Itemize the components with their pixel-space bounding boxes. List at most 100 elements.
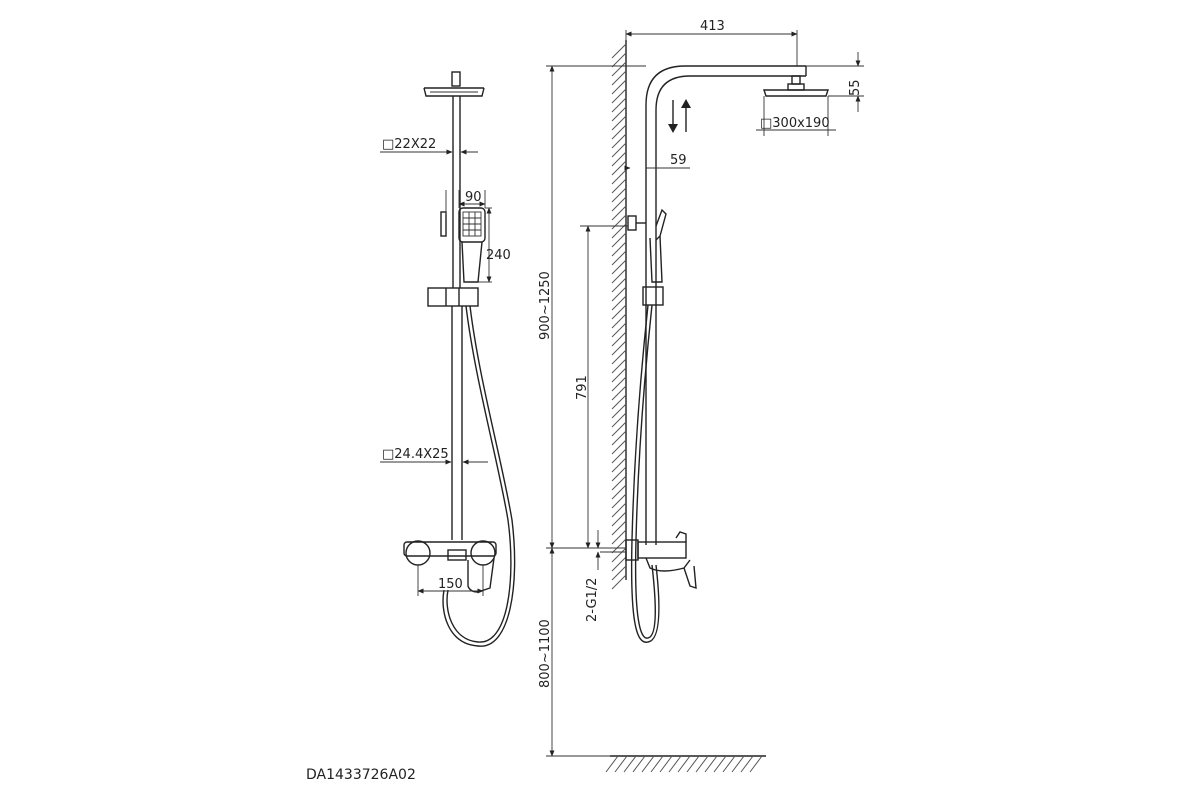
- wall-hatch-line: [611, 187, 627, 203]
- floor: [605, 755, 766, 773]
- wall-hatch-line: [611, 142, 627, 158]
- floor-hatch-line: [749, 755, 763, 773]
- wall-hatch-line: [611, 376, 627, 392]
- wall-hatch-line: [611, 475, 627, 491]
- wall-hatch-line: [611, 151, 627, 167]
- wall-hatch-line: [611, 52, 627, 68]
- slider-height-label: 791: [575, 375, 590, 400]
- side-riser: [627, 65, 807, 545]
- wall-hatch-line: [611, 97, 627, 113]
- wall-hatch-line: [611, 439, 627, 455]
- wall-offset-label: 59: [670, 153, 687, 168]
- wall-hatch-line: [611, 565, 627, 581]
- floor-hatch-line: [623, 755, 637, 773]
- floor-hatch-line: [641, 755, 655, 773]
- wall-hatch-line: [611, 88, 627, 104]
- wall-hatch-line: [611, 295, 627, 311]
- front-dimensions: □22X22 □24.4X25 90 240 150: [380, 137, 511, 596]
- wall-hatch-line: [611, 421, 627, 437]
- floor-hatch-line: [722, 755, 736, 773]
- wall-hatch-line: [611, 322, 627, 338]
- front-hand-shower: [458, 207, 486, 283]
- wall-hatch-line: [611, 403, 627, 419]
- inlet-thread-label: 2-G1/2: [585, 578, 600, 622]
- side-dimensions: 413 55 □300x190 59 900~1250 791 2-G1/2: [538, 19, 864, 757]
- wall-hatch-line: [611, 484, 627, 500]
- front-view: [403, 71, 516, 647]
- floor-hatch-line: [659, 755, 673, 773]
- wall-hatch-line: [611, 232, 627, 248]
- wall-hatch-line: [611, 70, 627, 86]
- front-lower-tube: [451, 306, 463, 540]
- wall-hatch-line: [611, 196, 627, 212]
- side-mixer: [625, 531, 697, 590]
- floor-hatch-line: [704, 755, 718, 773]
- wall-hatch-line: [611, 529, 627, 545]
- mixer-spacing-label: 150: [438, 577, 463, 592]
- floor-hatch-line: [614, 755, 628, 773]
- floor-hatch-line: [605, 755, 619, 773]
- floor-hatch-line: [740, 755, 754, 773]
- wall-hatch-line: [611, 169, 627, 185]
- wall-hatch-line: [611, 106, 627, 122]
- wall-hatch-line: [611, 115, 627, 131]
- wall-hatch-line: [611, 133, 627, 149]
- wall-hatch-line: [611, 178, 627, 194]
- wall-hatch-line: [611, 241, 627, 257]
- floor-hatch-line: [650, 755, 664, 773]
- wall-hatch-line: [611, 394, 627, 410]
- side-shower-head: [763, 75, 829, 97]
- wall-hatch-line: [611, 43, 627, 59]
- wall-hatch-line: [611, 556, 627, 572]
- front-slider-bracket: [427, 287, 479, 307]
- side-hand-shower: [649, 208, 667, 283]
- wall-hatch-line: [611, 493, 627, 509]
- side-slider: [642, 286, 664, 306]
- lower-tube-label: □24.4X25: [382, 447, 449, 462]
- total-height-label: 900~1250: [538, 271, 553, 340]
- wall-hatch-line: [611, 412, 627, 428]
- head-height-label: 55: [848, 79, 863, 96]
- wall-hatch-line: [611, 448, 627, 464]
- floor-hatch-line: [713, 755, 727, 773]
- wall-hatch-line: [611, 124, 627, 140]
- wall-hatch-line: [611, 214, 627, 230]
- wall-hatch-line: [611, 277, 627, 293]
- wall-hatch-line: [611, 547, 627, 563]
- side-view: [600, 40, 829, 773]
- floor-hatch-line: [695, 755, 709, 773]
- floor-hatch-line: [668, 755, 682, 773]
- wall-hatch-line: [611, 79, 627, 95]
- wall-hatch-line: [611, 466, 627, 482]
- wall-hatch-line: [611, 574, 627, 590]
- front-shower-head: [423, 71, 485, 97]
- wall-hatch-line: [611, 205, 627, 221]
- hand-shower-width-label: 90: [465, 190, 482, 205]
- wall-hatch-line: [611, 259, 627, 275]
- wall-hatch-line: [611, 286, 627, 302]
- flow-direction-arrows: [668, 99, 691, 133]
- wall-hatch-line: [611, 457, 627, 473]
- wall-hatch-line: [611, 385, 627, 401]
- upper-tube-label: □22X22: [382, 137, 436, 152]
- side-inlet: [600, 547, 626, 553]
- wall-hatch-line: [611, 61, 627, 77]
- wall-hatch-line: [611, 349, 627, 365]
- arm-length-label: 413: [700, 19, 725, 34]
- wall-hatch-line: [611, 160, 627, 176]
- wall-hatch-line: [611, 511, 627, 527]
- hand-shower-length-label: 240: [486, 248, 511, 263]
- floor-hatch-line: [677, 755, 691, 773]
- wall-hatch-line: [611, 313, 627, 329]
- wall-hatch-line: [611, 538, 627, 554]
- wall-hatch-line: [611, 250, 627, 266]
- wall-hatch-line: [611, 331, 627, 347]
- head-size-label: □300x190: [760, 116, 830, 131]
- wall-hatch-line: [611, 367, 627, 383]
- wall: [611, 40, 627, 590]
- wall-hatch-line: [611, 502, 627, 518]
- side-hose: [630, 304, 660, 643]
- wall-hatch-line: [611, 358, 627, 374]
- floor-hatch-line: [731, 755, 745, 773]
